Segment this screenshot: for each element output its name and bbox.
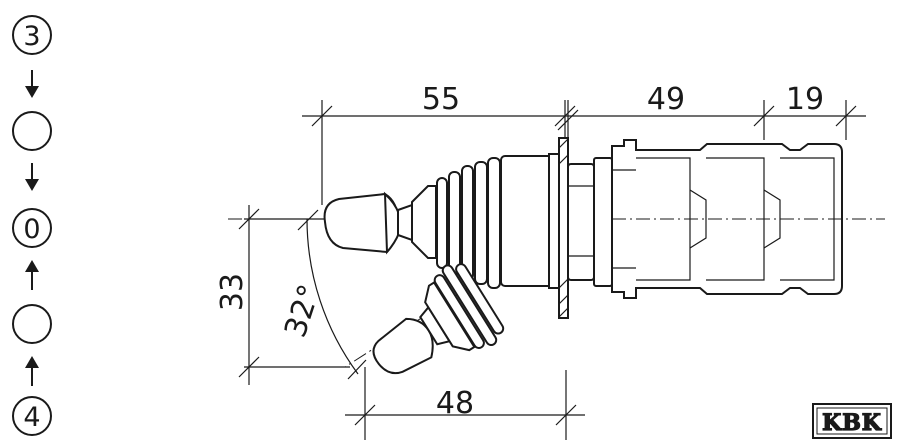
position-1 xyxy=(12,111,52,151)
position-3: 3 xyxy=(12,15,52,55)
kbk-logo-text: KBK xyxy=(822,410,882,436)
arrow-up-icon xyxy=(25,356,39,386)
bellows-rib xyxy=(436,177,448,269)
bezel xyxy=(500,155,556,287)
angle-label: 32° xyxy=(278,280,328,341)
dimension-49: 49 xyxy=(647,82,685,117)
position-4-label: 4 xyxy=(23,402,40,433)
bellows-rib xyxy=(461,165,474,281)
top-dimensions: 55 49 19 xyxy=(302,82,866,205)
mounting-nut xyxy=(567,163,595,281)
position-sequence: 3 0 4 xyxy=(12,15,52,436)
kbk-logo: KBK xyxy=(812,403,892,439)
bellows-rib xyxy=(448,171,461,275)
arrow-down-icon xyxy=(25,70,39,98)
position-4: 4 xyxy=(12,396,52,436)
dimension-48-lines: 48 xyxy=(345,367,585,440)
dimension-33-lines: 33 xyxy=(215,205,350,385)
position-0-label: 0 xyxy=(23,214,40,245)
arrow-up-icon xyxy=(25,260,39,290)
contact-block xyxy=(611,139,843,299)
joystick-neutral xyxy=(323,137,613,319)
dimension-19: 19 xyxy=(786,82,824,117)
dimension-33: 33 xyxy=(215,273,250,311)
arrow-down-icon xyxy=(25,163,39,191)
dimension-55: 55 xyxy=(422,82,460,117)
position-2 xyxy=(12,304,52,344)
dimension-48: 48 xyxy=(436,386,474,421)
bellows-rib xyxy=(474,161,488,285)
bellows-rib xyxy=(487,157,501,289)
joystick-tilted xyxy=(372,263,505,375)
mounting-panel xyxy=(558,137,569,319)
position-0: 0 xyxy=(12,208,52,248)
position-3-label: 3 xyxy=(23,21,40,52)
